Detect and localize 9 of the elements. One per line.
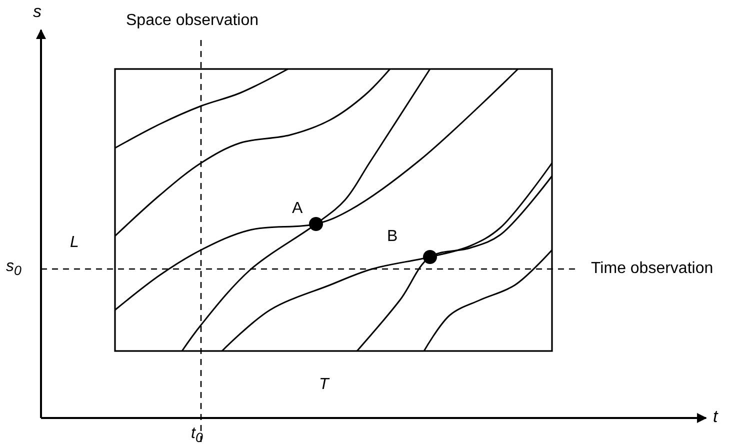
axis-label: t <box>713 408 718 426</box>
region-label: L <box>70 234 79 252</box>
region-label: T <box>319 376 329 394</box>
observation-label: Time observation <box>591 260 714 278</box>
point-label: A <box>292 200 303 218</box>
observation-label: Space observation <box>126 12 259 30</box>
axis-label: s <box>33 3 42 21</box>
axis-tick-label: s$_{0}$ <box>6 258 22 280</box>
point-label: B <box>387 228 398 246</box>
